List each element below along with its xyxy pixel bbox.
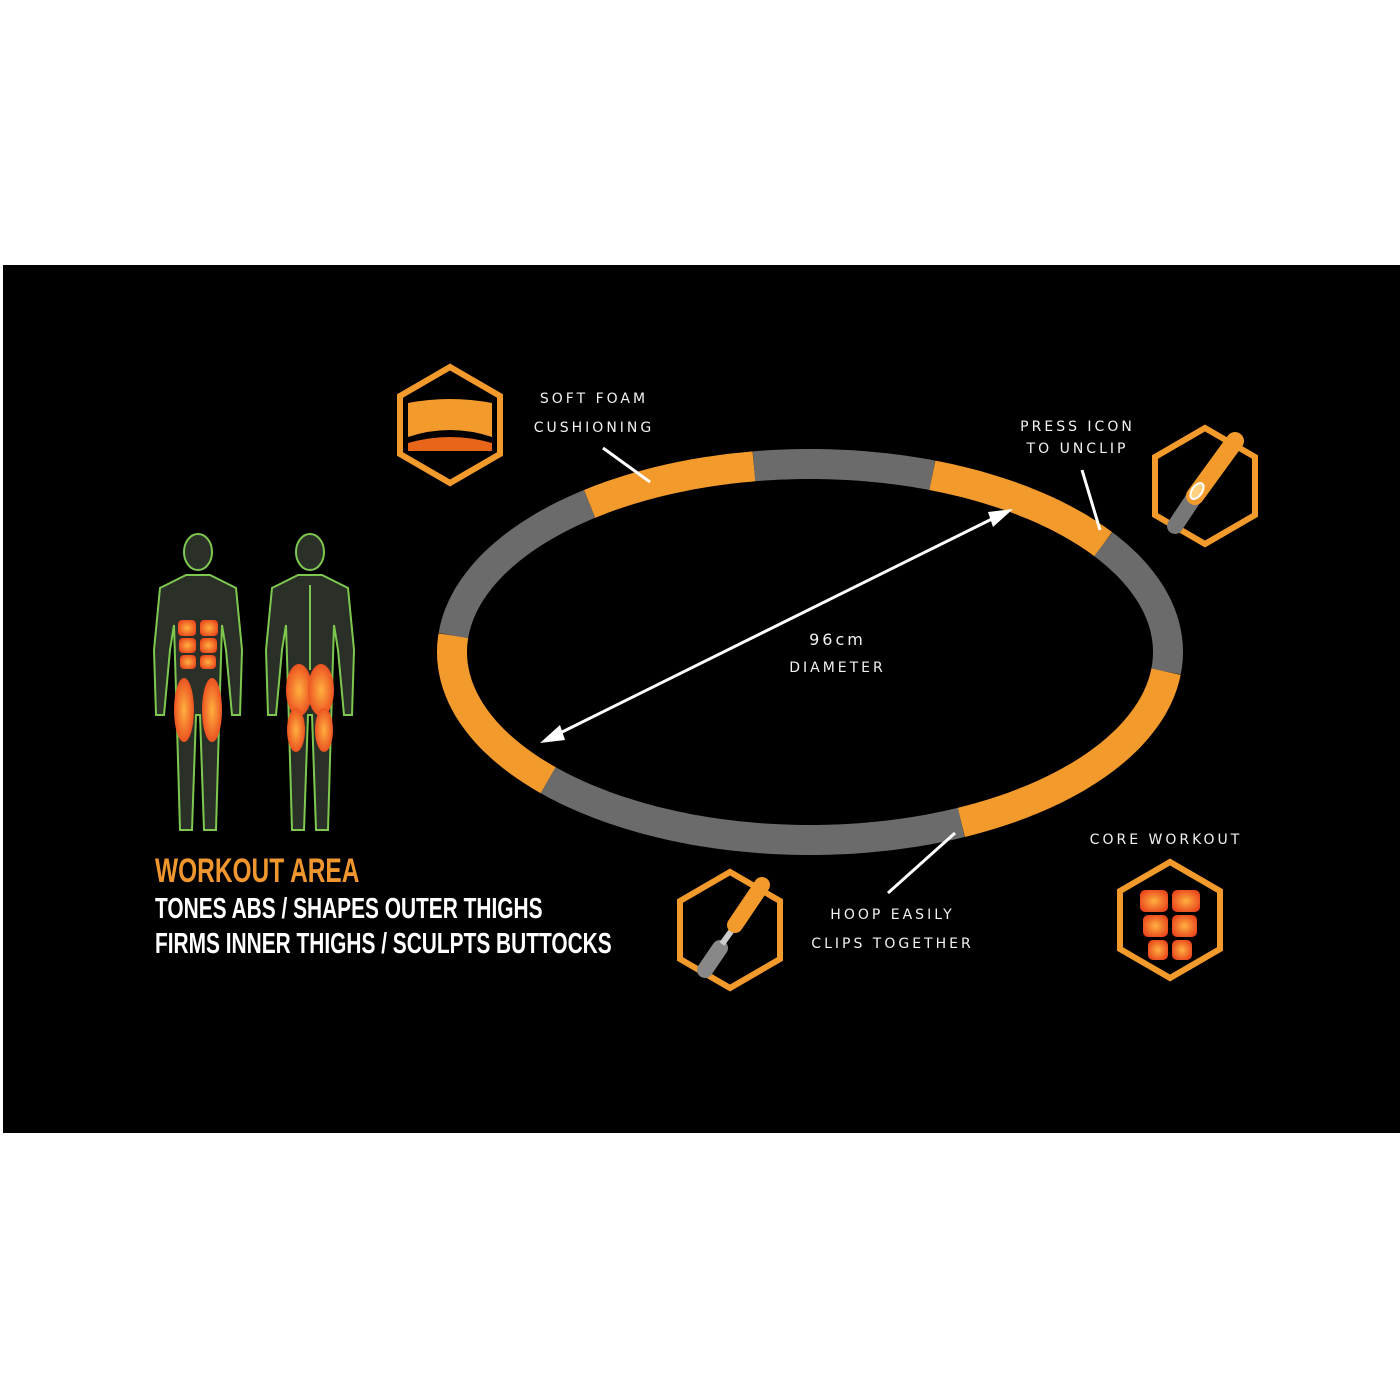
clip-together-hex-icon (677, 868, 783, 992)
body-back-figure (264, 533, 356, 831)
soft-foam-label: Soft foam cushioning (510, 385, 678, 443)
core-workout-hex-icon (1117, 858, 1223, 982)
core-workout-label: Core workout (1089, 832, 1243, 848)
hoop-segment-orange (436, 633, 556, 794)
soft-foam-hex-icon (397, 363, 503, 487)
hoop-segment-orange (929, 460, 1113, 557)
soft-foam-pointer (602, 446, 651, 484)
workout-area-title: WORKOUT AREA (155, 852, 360, 890)
hoop-segment-orange (957, 668, 1181, 837)
press-icon-line-1: Press icon (1020, 419, 1135, 435)
diameter-label: 96cm diameter (765, 625, 910, 683)
hoop-segment-gray (1094, 532, 1184, 675)
press-icon-line-2: to unclip (1026, 441, 1129, 457)
diameter-value: 96cm (809, 630, 866, 649)
body-front-figure (152, 533, 244, 831)
clips-label: Hoop easily clips together (790, 901, 995, 959)
clips-line-2: clips together (811, 936, 974, 952)
soft-foam-line-2: cushioning (533, 420, 655, 436)
clips-line-1: Hoop easily (830, 907, 955, 923)
hoop-segment-gray (540, 767, 965, 855)
press-icon-hex-icon (1152, 424, 1258, 548)
hoop-segment-gray (752, 449, 936, 491)
press-icon-label: Press icon to unclip (995, 416, 1160, 460)
clips-pointer (886, 831, 957, 895)
hoop-segment-orange (584, 451, 756, 518)
soft-foam-line-1: Soft foam (539, 391, 649, 407)
workout-area-line-2: FIRMS INNER THIGHS / SCULPTS BUTTOCKS (155, 928, 612, 960)
workout-area-line-1: TONES ABS / SHAPES OUTER THIGHS (155, 893, 543, 925)
diameter-text: diameter (789, 660, 886, 676)
hoop-segment-gray (438, 490, 596, 639)
weighted-hoop (436, 449, 1184, 855)
diameter-arrow-icon (540, 509, 1013, 743)
press-icon-pointer (1080, 469, 1102, 531)
